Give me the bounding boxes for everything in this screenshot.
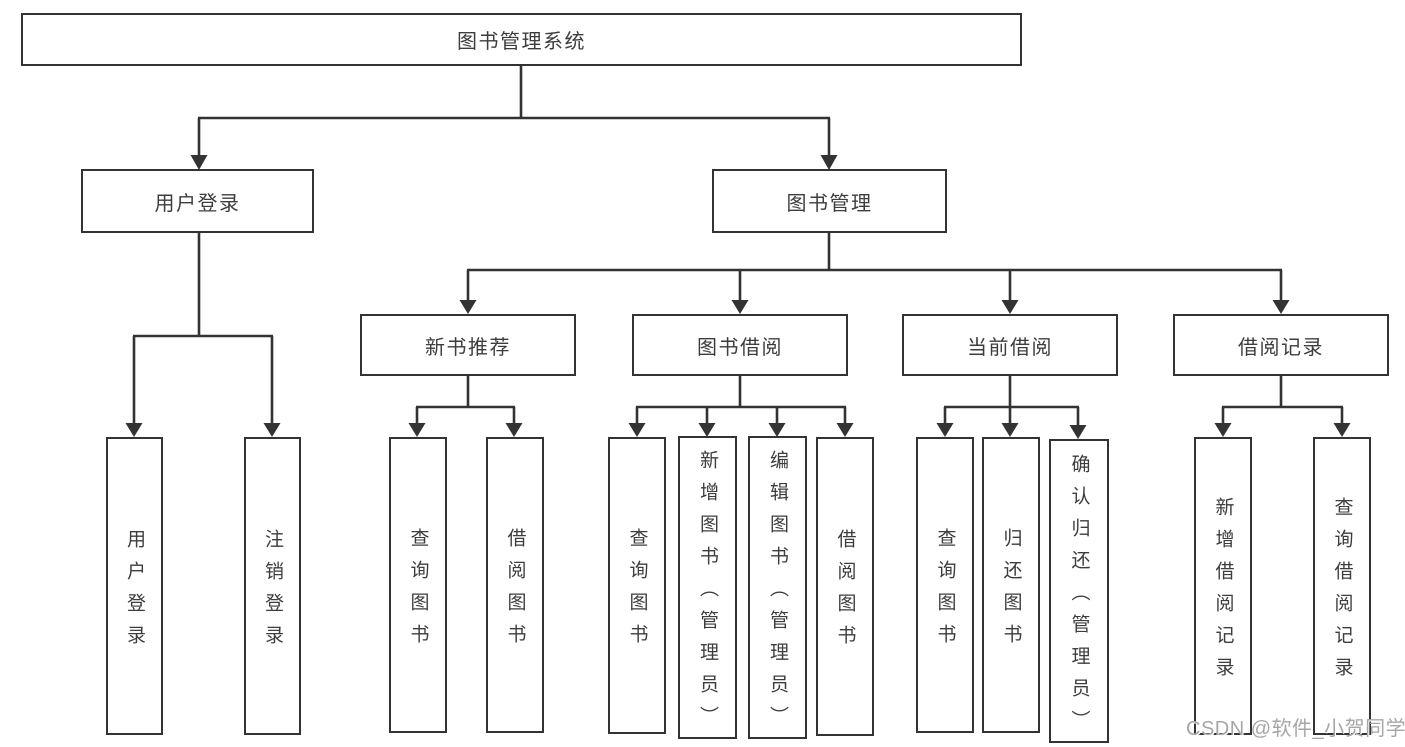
leaf-newbook-query-books: 查询图书 xyxy=(389,437,447,733)
current-borrow-branch-connector xyxy=(936,375,1087,439)
book-management-branch-connector xyxy=(459,232,1290,314)
user-login-branch-connector xyxy=(125,232,281,437)
borrow-record-branch-connector xyxy=(1214,375,1351,437)
leaf-add-borrow-record: 新增借阅记录 xyxy=(1194,437,1252,735)
leaf-edit-books-admin: 编辑图书（管理员） xyxy=(748,436,807,739)
node-book-borrow: 图书借阅 xyxy=(632,314,848,376)
node-user-login-group: 用户登录 xyxy=(81,169,314,233)
leaf-user-login: 用户登录 xyxy=(106,437,163,735)
node-borrow-record: 借阅记录 xyxy=(1173,314,1389,376)
leaf-borrow-borrow-books: 借阅图书 xyxy=(816,437,874,736)
leaf-newbook-borrow-books: 借阅图书 xyxy=(486,437,544,733)
leaf-add-books-admin: 新增图书（管理员） xyxy=(678,436,737,739)
root-to-level2-connector xyxy=(190,66,838,170)
book-borrow-branch-connector xyxy=(628,375,854,437)
leaf-borrow-query-books: 查询图书 xyxy=(608,437,666,734)
new-book-branch-connector xyxy=(408,375,523,437)
leaf-return-books: 归还图书 xyxy=(982,437,1040,733)
node-current-borrow: 当前借阅 xyxy=(902,314,1118,376)
leaf-current-query-books: 查询图书 xyxy=(916,437,974,733)
node-book-management: 图书管理 xyxy=(712,169,947,233)
node-new-book-recommend: 新书推荐 xyxy=(360,314,576,376)
leaf-confirm-return-admin: 确认归还（管理员） xyxy=(1049,439,1109,743)
leaf-query-borrow-record: 查询借阅记录 xyxy=(1313,437,1371,735)
leaf-logout: 注销登录 xyxy=(244,437,301,735)
csdn-watermark: CSDN @软件_小贺同学 xyxy=(1186,718,1405,740)
node-root-system: 图书管理系统 xyxy=(21,13,1022,66)
